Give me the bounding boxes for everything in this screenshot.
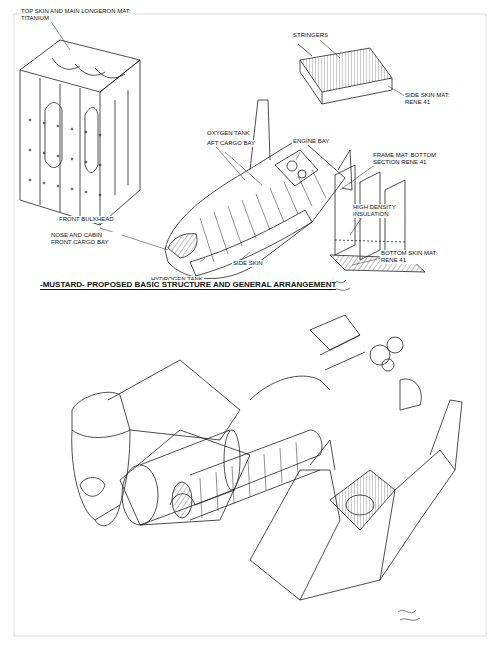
tank-band: [200, 478, 202, 518]
rivet: [29, 119, 31, 121]
rivet: [85, 131, 87, 133]
part-label: FRAME MAT: BOTTOM SECTION RENE 41: [372, 152, 454, 166]
stringer-panel: [298, 44, 392, 104]
rivet: [29, 149, 31, 151]
rivet: [29, 179, 31, 181]
hydrogen-tank: [190, 210, 312, 276]
rivet: [57, 185, 59, 187]
part-label: SIDE SKIN: [232, 260, 264, 267]
exploded-view: [72, 315, 462, 600]
part-label: SIDE SKIN MAT: RENE 41: [404, 92, 462, 106]
rivet: [71, 128, 73, 130]
rivet: [43, 122, 45, 124]
rivet: [57, 155, 59, 157]
frame-line: [228, 206, 242, 246]
frame-line: [312, 170, 326, 198]
part-label: ENGINE BAY: [292, 138, 330, 145]
tank-band: [280, 448, 282, 483]
part-label: TOP SKIN AND MAIN LONGERON MAT: TITANIUM: [20, 8, 132, 22]
tank-band: [232, 466, 234, 504]
engine-bay: [275, 150, 318, 186]
part-label: HIGH DENSITY INSULATION: [352, 204, 404, 218]
rivet: [99, 164, 101, 166]
rivet: [85, 191, 87, 193]
rivet: [71, 188, 73, 190]
rivet: [71, 158, 73, 160]
frame-line: [214, 212, 228, 254]
tank-band: [248, 460, 250, 497]
sheet-border: [14, 14, 486, 636]
lifting-body: [50, 20, 405, 279]
rivet: [99, 134, 101, 136]
frame-line: [242, 200, 256, 238]
tank-band: [264, 454, 266, 490]
part-label: FRONT BULKHEAD: [58, 216, 115, 223]
rivet: [85, 161, 87, 163]
frame-line: [298, 176, 312, 206]
frame-line: [284, 182, 298, 214]
canopy: [168, 234, 197, 258]
rivet: [43, 152, 45, 154]
frame-line: [270, 188, 284, 222]
rivet: [43, 182, 45, 184]
part-label: BOTTOM SKIN MAT: RENE 41: [380, 250, 442, 264]
tank-band: [296, 442, 298, 476]
part-label: AFT CARGO BAY: [206, 140, 256, 147]
part-label: STRINGERS: [292, 32, 329, 39]
drawing-title: -MUSTARD- PROPOSED BASIC STRUCTURE AND G…: [40, 280, 336, 290]
frame-line: [256, 194, 270, 230]
rivet: [57, 125, 59, 127]
part-label: NOSE AND CABIN FRONT CARGO BAY: [50, 232, 122, 246]
tank-band: [216, 472, 218, 511]
longeron-detail: [20, 40, 140, 225]
signature: [398, 610, 420, 620]
frame-line: [200, 218, 214, 262]
part-label: OXYGEN TANK: [206, 130, 251, 137]
rivet: [99, 194, 101, 196]
